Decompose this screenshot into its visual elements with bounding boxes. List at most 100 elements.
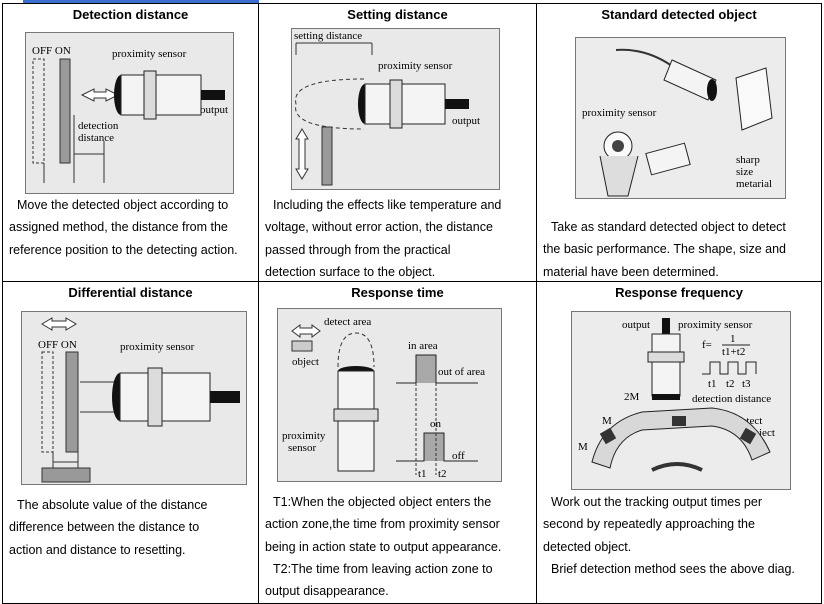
output-label: output [452,115,480,127]
desc-line: reference position to the detecting acti… [9,242,238,257]
desc-line: the basic performance. The shape, size a… [543,242,786,257]
detected-object-plate [59,58,71,164]
target-block-3 [739,427,757,445]
desc-line: difference between the distance to [9,520,200,535]
output-label: output [200,104,228,116]
m-label-upper: M [602,415,612,427]
standard-object-svg: proximity sensor sharp size metarial [582,48,773,197]
sensor-body [119,372,211,422]
sensor-nut [647,351,685,363]
mount-hole [612,140,624,152]
size-label: size [736,166,753,178]
sensor-cable [662,318,670,334]
sensor-body [120,74,202,116]
cell-description: Take as standard detected object to dete… [543,216,817,283]
cell-differential-distance: Differential distance OFF ON proximity [2,281,259,604]
double-arrow-icon [80,88,120,102]
desc-line: Including the effects like temperature a… [273,198,502,212]
response-time-diagram: detect area object proximity sensor in a… [277,308,502,482]
response-time-svg: detect area object proximity sensor in a… [282,316,485,480]
off-position-marker [41,351,54,453]
detection-zone-outline [295,78,365,130]
proximity-sensor-label: proximity sensor [378,60,453,72]
desc-line: being in action state to output appearan… [265,539,502,554]
desc-line: Work out the tracking output times per [551,495,762,509]
cell-description: T1:When the objected object enters the a… [265,491,532,602]
desc-line: material have been determined. [543,264,719,279]
detect-area-label: detect area [324,316,371,328]
desc-line: detected object. [543,539,632,554]
sharp-label: sharp [736,154,760,166]
detected-object-plate [321,126,333,186]
proximity-label: proximity [282,430,326,442]
sensor-cable [201,90,225,100]
desc-line: T2:The time from leaving action zone to [273,561,493,576]
cell-title: Setting distance [347,7,448,22]
cell-title: Standard detected object [601,7,757,22]
off-position-marker [32,58,45,164]
sensor-face [652,394,680,400]
vertical-double-arrow-icon [295,128,309,180]
double-arrow-icon [291,324,321,338]
sensor-body [651,333,681,397]
off-on-label: OFF ON [38,339,77,351]
desc-line: action and distance to resetting. [9,542,186,557]
cell-description: The absolute value of the distance diffe… [9,494,254,561]
off-label: off [452,450,465,462]
desc-line: output disappearance. [265,584,389,599]
terminology-table: Detection distance OFF ON proximity sens… [2,3,822,604]
cell-title: Differential distance [68,285,193,300]
sensor-cable [445,99,469,109]
setting-distance-svg: setting distance proximity sensor output [294,30,480,186]
frequency-f-label: f= [702,339,712,351]
rotation-arrow [651,462,703,472]
cell-title: Response time [351,285,444,300]
target-block-2 [672,416,686,426]
sensor-nut [147,367,163,427]
top-accent-line [23,0,259,3]
proximity-sensor-label: proximity sensor [582,107,657,119]
cell-standard-detected-object: Standard detected object proximity senso… [536,3,822,283]
proximity-sensor-label: proximity sensor [120,341,195,353]
double-arrow-icon [41,317,77,331]
standard-object-diagram: proximity sensor sharp size metarial [575,37,786,199]
cell-description: Including the effects like temperature a… [265,194,532,283]
frequency-denominator: t1+t2 [722,346,745,358]
response-frequency-diagram: output proximity sensor f= 1 t1+t2 t1 t2 [571,311,791,490]
sensor-nut [333,408,379,422]
pulse-train [702,361,757,375]
detected-object-plate [65,351,79,453]
m-label-lower: M [578,441,588,453]
rotating-disk [591,407,771,469]
sensor-cable [615,48,673,67]
t1-label: t1 [418,468,427,480]
desc-line: Take as standard detected object to dete… [551,220,786,234]
cell-title: Detection distance [72,7,189,22]
sensor-label: sensor [288,442,316,454]
sensor-body [663,59,717,101]
in-area-label: in area [408,340,438,352]
sensor-cable [210,391,240,403]
cell-description: Work out the tracking output times per s… [543,491,817,580]
t3-label: t3 [742,378,751,390]
input-signal-line [396,354,478,384]
on-pulse [424,433,444,461]
proximity-sensor-label: proximity sensor [112,48,187,60]
material-label: metarial [736,178,772,190]
distance-label: distance [78,132,114,144]
desc-line: passed through from the practical [265,242,451,257]
desc-line: Brief detection method sees the above di… [551,561,795,576]
differential-distance-diagram: OFF ON proximity sensor [21,311,247,485]
desc-line: The absolute value of the distance [17,498,208,512]
cell-title: Response frequency [615,285,743,300]
detection-label: detection [78,120,119,132]
sensor-nut [143,70,157,120]
desc-line: Move the detected object according to [17,198,229,212]
detect-area-outline [337,332,375,368]
out-of-area-label: out of area [438,366,485,378]
two-m-label: 2M [624,391,640,403]
desc-line: T1:When the objected object enters the [273,495,492,509]
target-block-1 [599,427,617,445]
cell-response-time: Response time detect area object proximi… [258,281,537,604]
t1-label: t1 [708,378,717,390]
